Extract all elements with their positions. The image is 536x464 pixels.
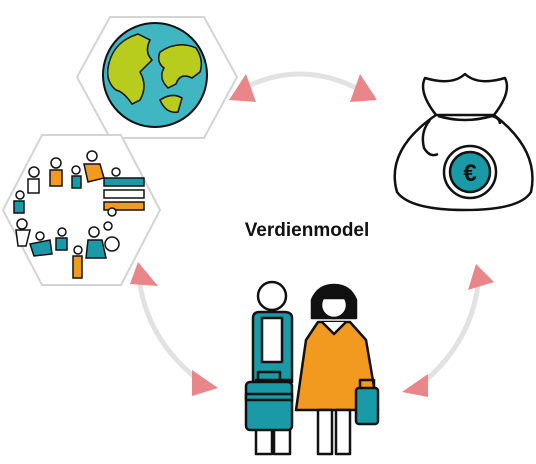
- euro-symbol: €: [463, 160, 476, 187]
- arrow-head-world: [229, 74, 256, 102]
- arrow-head-people-down: [130, 262, 158, 286]
- connector-money-customers: [417, 282, 481, 388]
- money-bag-icon: [393, 72, 534, 212]
- world-node: [75, 16, 239, 139]
- connector-world-money: [237, 71, 363, 93]
- diverse-people-icon: [13, 150, 145, 279]
- arrow-head-money: [350, 74, 377, 102]
- money-node: €: [393, 72, 534, 212]
- arrow-head-customers-left: [192, 370, 218, 396]
- arrows: [130, 74, 494, 397]
- globe-icon: [102, 22, 208, 128]
- arrow-head-money-down: [468, 264, 494, 290]
- arrow-head-customers-right: [402, 374, 428, 397]
- customers-icon: [244, 280, 380, 456]
- customers-node: [244, 280, 380, 456]
- diagram-title: Verdienmodel: [244, 220, 370, 241]
- connector-people-customers: [137, 282, 208, 388]
- people-node: [1, 134, 162, 286]
